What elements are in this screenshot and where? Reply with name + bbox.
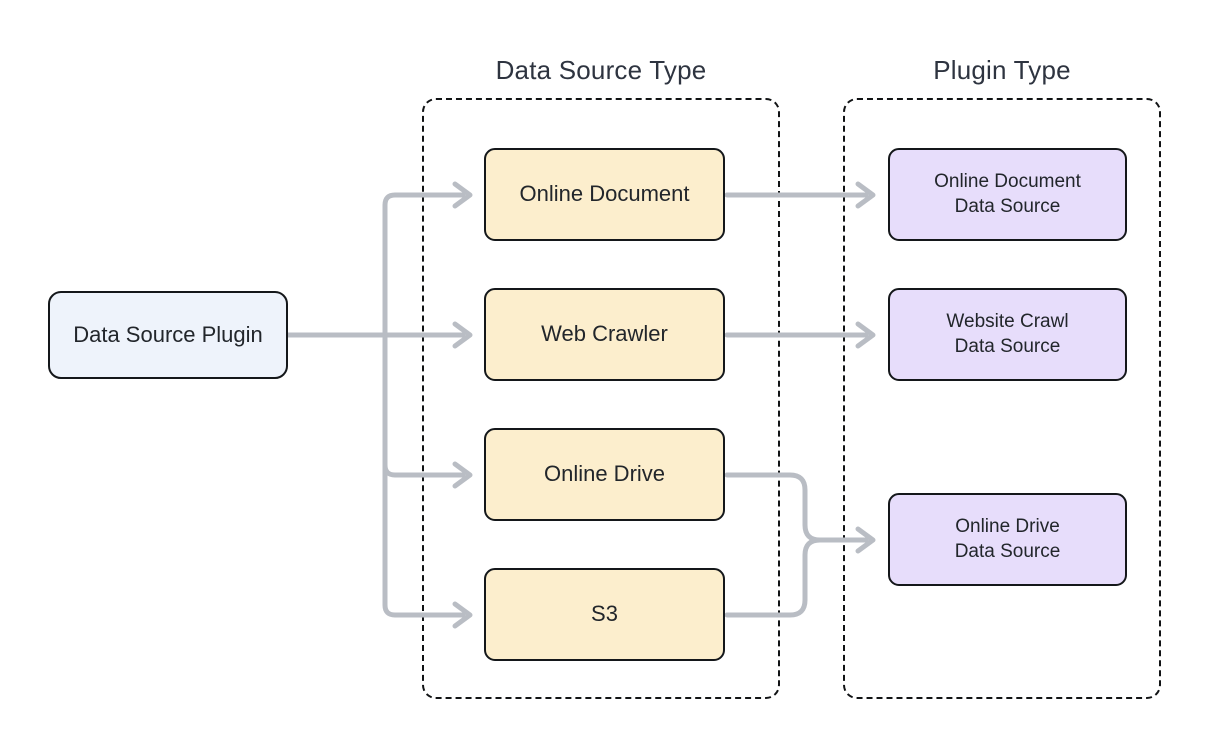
node-online-document[interactable]: Online Document [484,148,725,241]
node-online-document-data-source[interactable]: Online Document Data Source [888,148,1127,241]
node-label-website-crawl-data-source-line2: Data Source [954,335,1061,357]
node-label-online-document-data-source-line2: Data Source [954,195,1061,217]
node-label-web-crawler: Web Crawler [541,321,668,347]
group-container-plugin-type [843,98,1161,699]
node-label-data-source-plugin: Data Source Plugin [73,321,263,347]
node-label-online-drive-data-source-line1: Online Drive [955,515,1060,537]
node-online-drive[interactable]: Online Drive [484,428,725,521]
node-label-online-document-data-source-line1: Online Document [934,170,1081,192]
group-title-plugin-type: Plugin Type [933,55,1071,85]
node-label-s3: S3 [591,601,618,627]
node-website-crawl-data-source[interactable]: Website Crawl Data Source [888,288,1127,381]
node-label-online-drive: Online Drive [543,461,666,487]
node-web-crawler[interactable]: Web Crawler [484,288,725,381]
node-label-online-drive-data-source-line2: Data Source [954,540,1061,562]
node-label-online-document: Online Document [519,181,690,207]
node-online-drive-data-source[interactable]: Online Drive Data Source [888,493,1127,586]
node-data-source-plugin[interactable]: Data Source Plugin [48,291,288,379]
node-s3[interactable]: S3 [484,568,725,661]
group-title-data-source-type: Data Source Type [495,55,707,85]
node-label-website-crawl-data-source-line1: Website Crawl [946,310,1069,332]
